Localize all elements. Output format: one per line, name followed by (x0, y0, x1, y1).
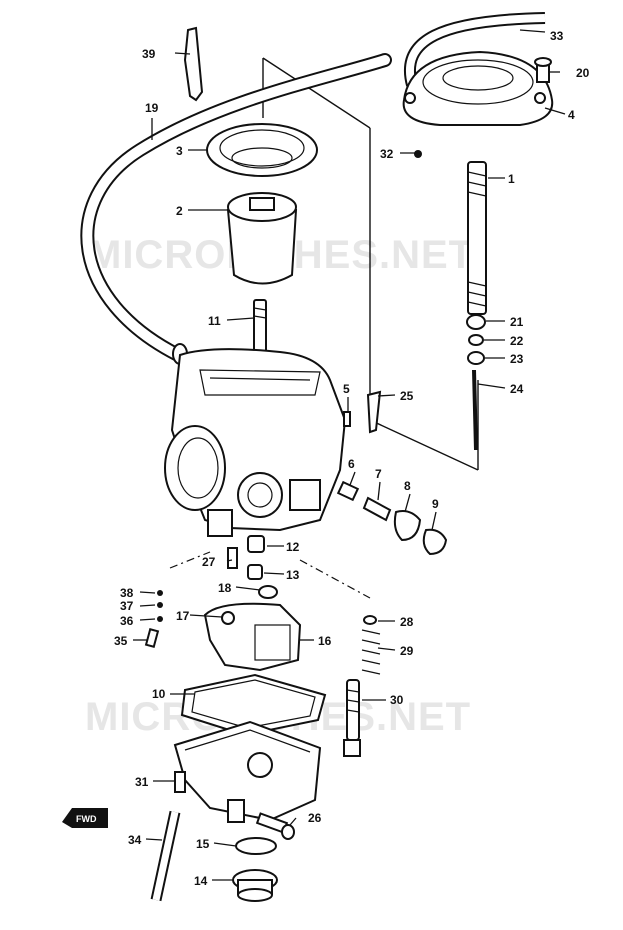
jet-needle-24 (472, 369, 478, 451)
screw-5 (343, 411, 351, 427)
callout-18: 18 (218, 581, 232, 595)
screw-31 (174, 771, 186, 793)
callout-25: 25 (400, 389, 414, 403)
leader-lines (133, 29, 566, 881)
screw-26 (255, 812, 295, 840)
screw-20 (534, 57, 552, 83)
callout-10: 10 (152, 687, 166, 701)
carburetor-body (164, 348, 347, 537)
needle-clip-set (466, 314, 486, 365)
drain-plug-14 (232, 869, 278, 902)
callout-32: 32 (380, 147, 394, 161)
screw-25 (366, 390, 382, 434)
washer-32 (414, 150, 422, 158)
callout-5: 5 (343, 382, 350, 396)
callout-21: 21 (510, 315, 524, 329)
callout-8: 8 (404, 479, 411, 493)
callout-4: 4 (568, 108, 575, 122)
callout-15: 15 (196, 837, 210, 851)
assembly-guide-lines (169, 57, 479, 599)
small-screws-35-38 (144, 590, 163, 648)
callout-7: 7 (375, 467, 382, 481)
callout-36: 36 (120, 614, 134, 628)
callout-14: 14 (194, 874, 208, 888)
callout-9: 9 (432, 497, 439, 511)
callout-33: 33 (550, 29, 564, 43)
callout-11: 11 (208, 314, 221, 328)
forward-label: FWD (76, 814, 97, 824)
callout-3: 3 (176, 144, 183, 158)
pilot-screw-set (336, 480, 448, 556)
jet-27 (227, 547, 238, 569)
callout-2: 2 (176, 204, 183, 218)
clamp-39 (183, 26, 204, 102)
callout-27: 27 (202, 555, 216, 569)
diaphragm-3 (206, 123, 318, 177)
callout-23: 23 (510, 352, 524, 366)
callout-26: 26 (308, 811, 322, 825)
piston-valve-2 (226, 192, 298, 285)
spring-29 (361, 615, 381, 675)
callout-31: 31 (135, 775, 149, 789)
callout-13: 13 (286, 568, 300, 582)
callout-labels: 1 2 3 4 5 6 7 8 9 10 11 12 13 14 15 16 1… (114, 29, 590, 888)
callout-34: 34 (128, 833, 142, 847)
float-chamber (173, 720, 322, 823)
callout-39: 39 (142, 47, 156, 61)
callout-22: 22 (510, 334, 524, 348)
callout-19: 19 (145, 101, 159, 115)
callout-12: 12 (286, 540, 300, 554)
callout-1: 1 (508, 172, 515, 186)
spring-1 (467, 161, 487, 315)
adjust-screw-30 (343, 679, 361, 757)
float-16 (203, 602, 302, 672)
main-jet-parts (247, 535, 265, 580)
callout-28: 28 (400, 615, 414, 629)
callout-38: 38 (120, 586, 134, 600)
callout-30: 30 (390, 693, 404, 707)
callout-37: 37 (120, 599, 134, 613)
o-ring-18 (258, 585, 278, 599)
callout-29: 29 (400, 644, 414, 658)
forward-arrow-icon: FWD (62, 808, 108, 828)
callout-17: 17 (176, 609, 190, 623)
callout-16: 16 (318, 634, 332, 648)
top-cover-4 (402, 50, 554, 126)
callout-24: 24 (510, 382, 524, 396)
o-ring-15 (235, 837, 277, 855)
callout-35: 35 (114, 634, 128, 648)
callout-6: 6 (348, 457, 355, 471)
callout-20: 20 (576, 66, 590, 80)
